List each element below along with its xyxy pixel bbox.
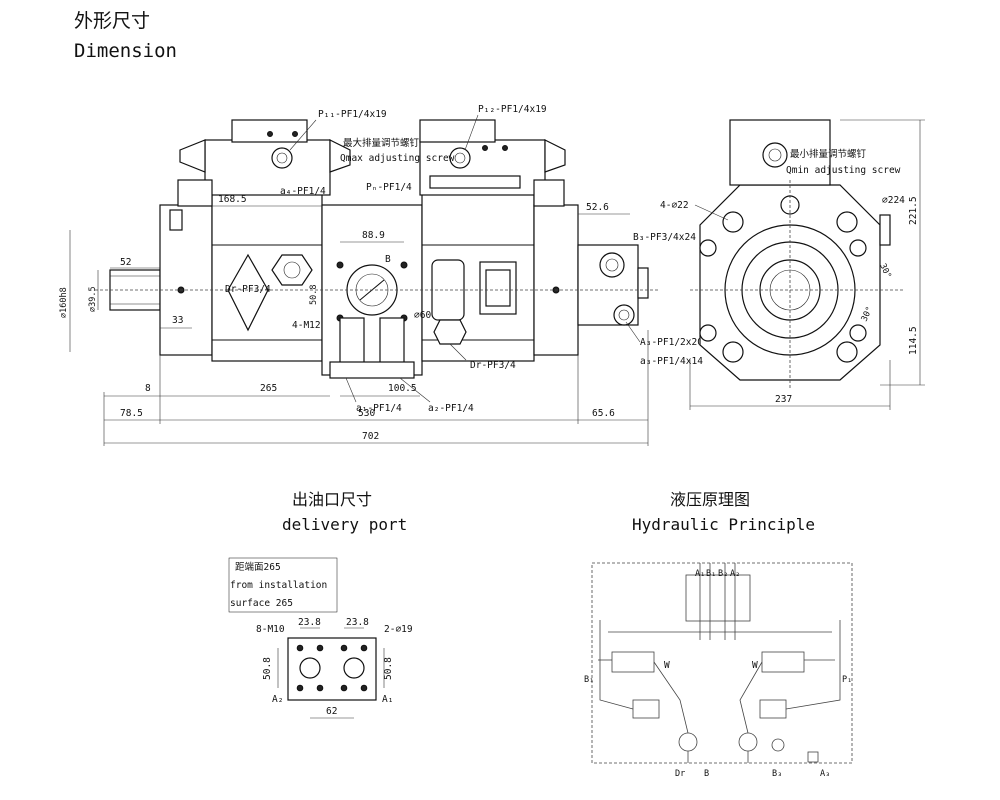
port-bottom-1: B xyxy=(704,769,709,779)
label-flange-dia: ∅160h8 xyxy=(59,287,69,318)
label-qmin-zh: 最小排量调节螺钉 xyxy=(790,148,867,160)
delivery-d62: 62 xyxy=(326,706,337,717)
label-a1: a₁-PF1/4 xyxy=(356,403,402,414)
delivery-note-en1: from installation xyxy=(230,580,327,591)
delivery-holes: 2-∅19 xyxy=(384,624,413,635)
regulator-left xyxy=(204,139,331,196)
valve-right xyxy=(761,651,805,673)
dim-114: 114.5 xyxy=(908,326,919,355)
label-m12: 4-M12 xyxy=(292,320,321,331)
dim-702: 702 xyxy=(362,431,379,442)
delivery-title-zh: 出油口尺寸 xyxy=(292,490,373,509)
dim-168: 168.5 xyxy=(218,194,247,205)
port-bottom-3: A₃ xyxy=(820,769,830,779)
label-phi60: ∅60 xyxy=(414,310,431,321)
label-dr-left: Dr-PF3/4 xyxy=(225,284,271,295)
label-a4: a₄-PF1/4 xyxy=(280,186,326,197)
label-a2: a₂-PF1/4 xyxy=(428,403,474,414)
port-bottom-0: Dr xyxy=(675,769,685,779)
hydraulic-title-en: Hydraulic Principle xyxy=(632,515,816,534)
label-qmin: Qmin adjusting screw xyxy=(786,165,901,176)
hydraulic-labels: A₁ B₁ B₂ A₂ Dr B B₃ A₃ B₁ P₁ W W xyxy=(584,569,852,779)
mount-flange xyxy=(159,204,213,356)
rear-flange xyxy=(533,204,579,356)
dim-265: 265 xyxy=(260,383,277,394)
delivery-note-zh: 距端面265 xyxy=(235,561,281,573)
hydraulic-schematic xyxy=(591,562,853,764)
label-a3b: a₃-PF1/4x14 xyxy=(640,356,703,367)
label-qmax-zh: 最大排量调节螺钉 xyxy=(343,137,420,149)
valve-left xyxy=(611,651,655,673)
delivery-a2: A₂ xyxy=(272,694,283,705)
delivery-a1: A₁ xyxy=(382,694,393,705)
port-top-0: A₁ xyxy=(695,569,705,579)
page-title-zh: 外形尺寸 xyxy=(74,10,151,32)
port-right: P₁ xyxy=(842,675,852,685)
delivery-d23b: 23.8 xyxy=(346,617,369,628)
delivery-d50b: 50.8 xyxy=(383,657,394,680)
drain-plate-left xyxy=(227,253,269,332)
dim-530: 530 xyxy=(358,408,375,419)
dim-52: 52 xyxy=(120,257,131,268)
delivery-d23a: 23.8 xyxy=(298,617,321,628)
port-top-1: B₁ xyxy=(706,569,716,579)
dim-65: 65.6 xyxy=(592,408,615,419)
w-left: W xyxy=(664,660,670,671)
pump-symbol-right xyxy=(738,732,758,752)
delivery-title-en: delivery port xyxy=(282,515,408,534)
pump-front-view xyxy=(95,119,660,379)
dim-33: 33 xyxy=(172,315,183,326)
dim-52-6: 52.6 xyxy=(586,202,609,213)
dim-8: 8 xyxy=(145,383,151,394)
label-p12: P₁₂-PF1/4x19 xyxy=(478,104,547,115)
dim-221: 221.5 xyxy=(908,196,919,225)
label-shaft-dia: ∅39.5 xyxy=(88,286,98,312)
port-left: B₁ xyxy=(584,675,594,685)
side-view-labels: 最小排量调节螺钉 Qmin adjusting screw 4-∅22 ∅224… xyxy=(660,119,925,410)
label-p11: P₁₁-PF1/4x19 xyxy=(318,109,387,120)
label-b: B xyxy=(385,254,391,265)
port-top-2: B₂ xyxy=(718,569,728,579)
label-a3: A₃-PF1/2x20 xyxy=(640,337,703,348)
pump-symbol-left xyxy=(678,732,698,752)
main-view-dimensions: 168.5 88.9 52 50.8 33 52.6 8 265 100.5 7… xyxy=(103,194,649,446)
dim-237: 237 xyxy=(775,394,792,405)
dim-88: 88.9 xyxy=(362,230,385,241)
label-phi224: ∅224 xyxy=(882,195,905,206)
delivery-d50a: 50.8 xyxy=(262,657,273,680)
pump-side-view xyxy=(690,119,905,390)
label-dr-right: Dr-PF3/4 xyxy=(470,360,516,371)
w-right: W xyxy=(752,660,758,671)
port-bottom-2: B₃ xyxy=(772,769,782,779)
page-title-en: Dimension xyxy=(74,40,177,62)
dim-78: 78.5 xyxy=(120,408,143,419)
hydraulic-title-zh: 液压原理图 xyxy=(670,490,751,509)
label-qmax-en: Qmax adjusting screw xyxy=(340,153,455,164)
label-holes: 4-∅22 xyxy=(660,200,689,211)
label-b3: B₃-PF3/4x24 xyxy=(633,232,696,243)
schematic-boundary xyxy=(591,562,853,764)
delivery-port-view xyxy=(228,557,377,701)
dim-50: 50.8 xyxy=(309,285,319,305)
dim-100: 100.5 xyxy=(388,383,417,394)
delivery-m10: 8-M10 xyxy=(256,624,285,635)
delivery-port-labels: 距端面265 from installation surface 265 8-M… xyxy=(230,561,413,719)
label-pn: Pₙ-PF1/4 xyxy=(366,182,412,193)
main-view-labels: P₁₁-PF1/4x19 P₁₂-PF1/4x19 最大排量调节螺钉 Qmax … xyxy=(59,104,703,414)
port-top-3: A₂ xyxy=(730,569,740,579)
delivery-note-en2: surface 265 xyxy=(230,598,293,609)
